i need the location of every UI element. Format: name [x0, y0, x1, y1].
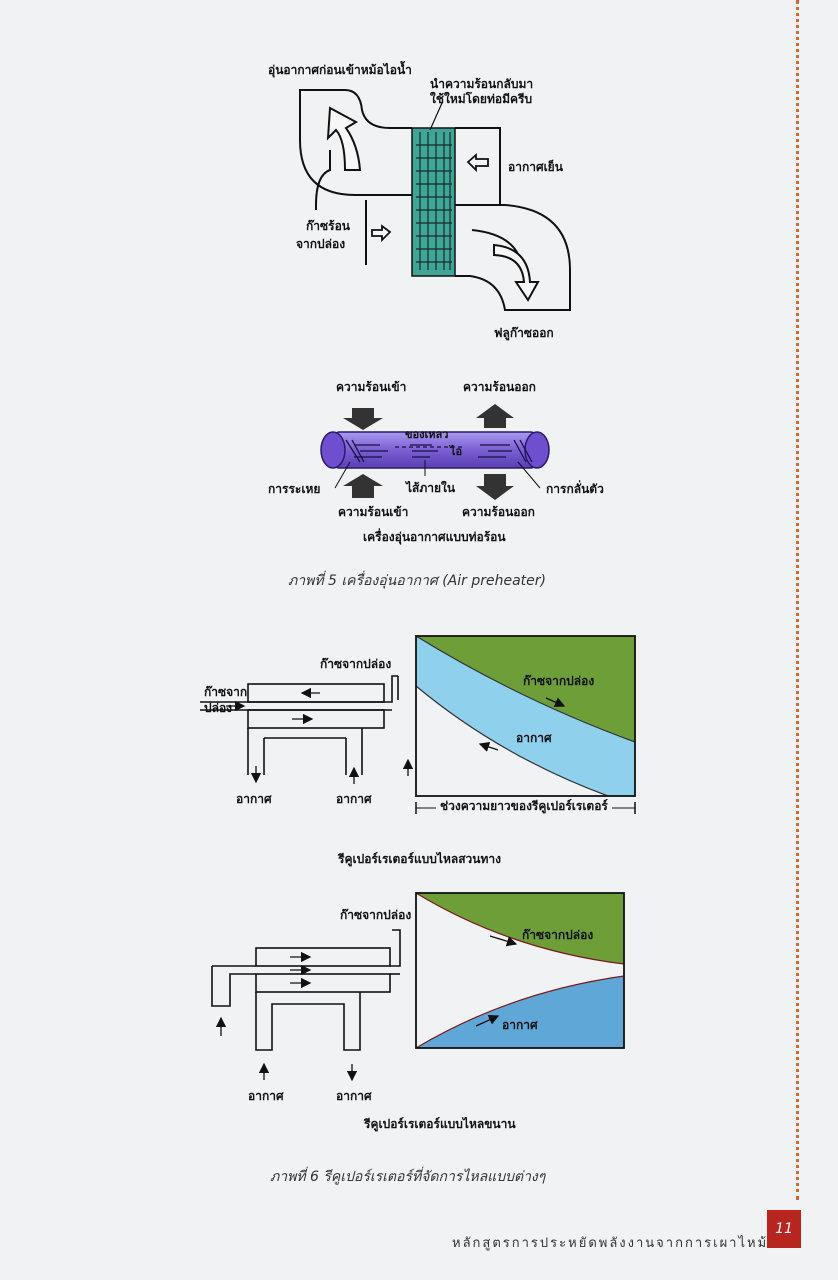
parallel-air-left-label: อากาศ	[248, 1089, 284, 1103]
condensation-label: การกลั่นตัว	[546, 482, 604, 496]
counterflow-graph-gas-label: ก๊าซจากปล่อง	[523, 674, 595, 688]
heat-pipe-subtitle: เครื่องอุ่นอากาศแบบท่อร้อน	[363, 530, 506, 544]
hot-gas-label-line2: จากปล่อง	[296, 237, 346, 251]
flue-gas-exit-label: ฟลูก๊าซออก	[494, 326, 554, 340]
figure-6-caption: ภาพที่ 6 รีคูเปอร์เรเตอร์ที่จัดการไหลแบบ…	[270, 1169, 546, 1185]
liquid-label: ของเหลว	[405, 428, 449, 441]
figure-5-caption: ภาพที่ 5 เครื่องอุ่นอากาศ (Air preheater…	[288, 573, 546, 589]
counterflow-gas-label: ก๊าซจากปล่อง	[320, 657, 392, 671]
counterflow-air-left-label: อากาศ	[236, 792, 272, 806]
counterflow-graph-air-label: อากาศ	[516, 731, 552, 745]
heat-out-top-arrow	[476, 404, 514, 428]
counterflow-title: รีคูเปอร์เรเตอร์แบบไหลสวนทาง	[338, 852, 501, 866]
finned-tube-heat-exchanger	[411, 127, 456, 277]
counterflow-gas-inlet-line1: ก๊าซจาก	[204, 685, 248, 699]
margin-dotted-rule	[796, 0, 799, 1200]
air-preheater-duct-diagram	[299, 89, 571, 311]
heat-in-top-arrow	[343, 408, 383, 430]
heat-in-bottom-label: ความร้อนเข้า	[338, 505, 409, 519]
counterflow-flow-arrows	[226, 687, 414, 784]
heat-pipe-diagram	[320, 431, 550, 469]
heat-in-top-label: ความร้อนเข้า	[336, 380, 407, 394]
page-number-badge: 11	[767, 1210, 801, 1248]
hot-air-outflow-arrow	[326, 106, 362, 171]
evaporation-label: การระเหย	[268, 482, 321, 496]
counterflow-gas-inlet-line2: ปล่อง	[204, 701, 233, 715]
parallel-flow-arrows	[215, 951, 358, 1082]
counterflow-air-right-label: อากาศ	[336, 792, 372, 806]
finned-tube-leader-line	[429, 102, 443, 131]
recuperator-length-label: ช่วงความยาวของรีคูเปอร์เรเตอร์	[436, 799, 612, 814]
heat-in-bottom-arrow	[343, 474, 383, 498]
parallel-flow-schematic	[211, 929, 401, 1051]
preheat-title-label: อุ่นอากาศก่อนเข้าหม้อไอน้ำ	[268, 63, 412, 77]
parallel-graph-air-label: อากาศ	[502, 1018, 538, 1032]
hot-gas-inlet-arrow	[371, 224, 392, 243]
heat-out-top-label: ความร้อนออก	[463, 380, 536, 394]
wick-label: ไส้ภายใน	[406, 481, 456, 495]
flue-gas-exit-arrow	[493, 243, 540, 302]
hot-gas-label-line1: ก๊าซร้อน	[306, 219, 351, 233]
parallel-flow-title: รีคูเปอร์เรเตอร์แบบไหลขนาน	[364, 1117, 516, 1131]
heat-recovery-label-line2: ใช้ใหม่โดยท่อมีครีบ	[430, 92, 533, 106]
counterflow-schematic	[200, 675, 399, 775]
counterflow-temperature-graph	[415, 635, 636, 814]
heat-out-bottom-arrow	[476, 474, 514, 500]
parallel-gas-label: ก๊าซจากปล่อง	[340, 908, 412, 922]
parallel-air-right-label: อากาศ	[336, 1089, 372, 1103]
heat-recovery-label-line1: นำความร้อนกลับมา	[430, 77, 534, 91]
cold-air-label: อากาศเย็น	[508, 160, 563, 174]
cold-air-inlet-arrow	[466, 153, 489, 173]
parallel-graph-gas-label: ก๊าซจากปล่อง	[522, 928, 594, 942]
heat-pipe-leader-lines	[334, 460, 541, 489]
vapor-label: ไอ	[450, 445, 463, 458]
parallel-flow-temperature-graph	[415, 892, 625, 1049]
heat-out-bottom-label: ความร้อนออก	[462, 505, 535, 519]
running-footer: หลักสูตรการประหยัดพลังงานจากการเผาไหม้	[452, 1236, 769, 1251]
